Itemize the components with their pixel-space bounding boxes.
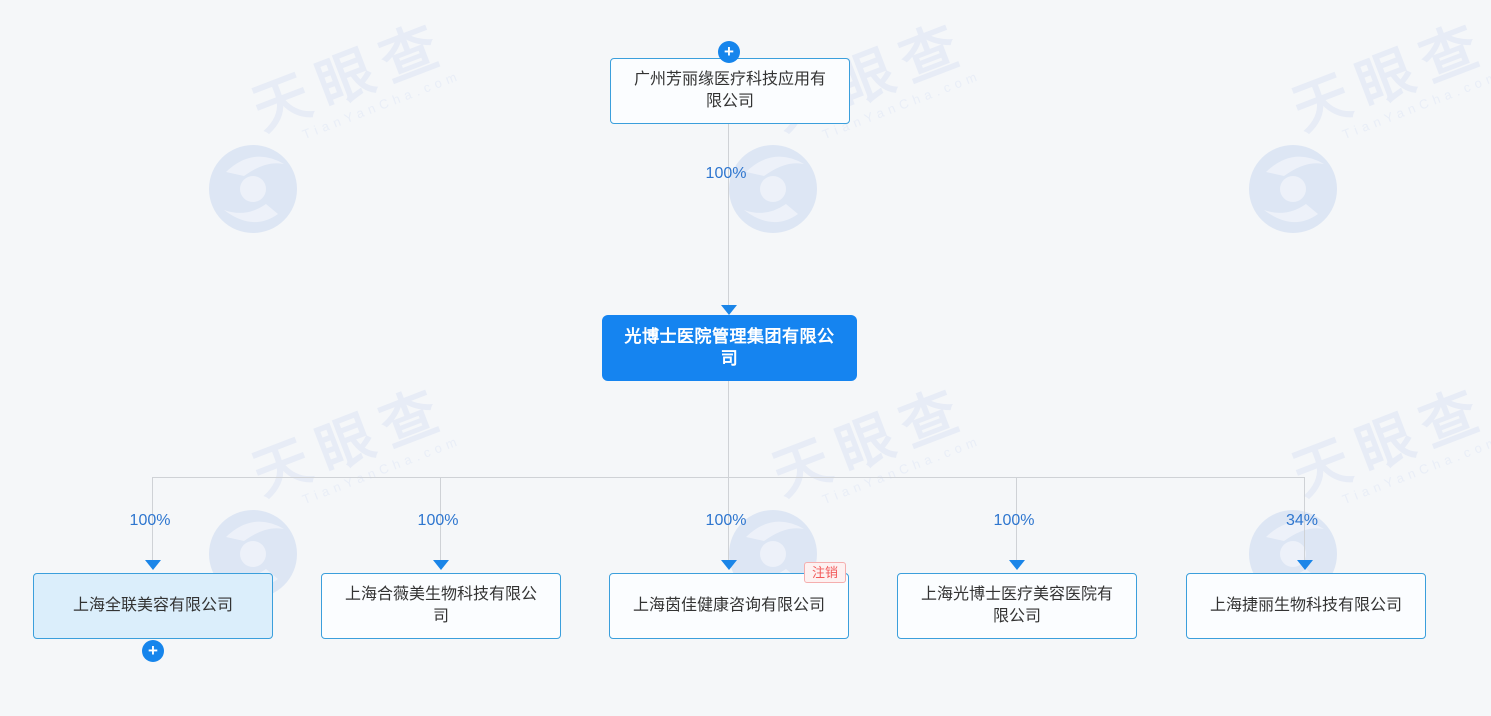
ownership-percent-sub-4: 100% — [993, 512, 1035, 529]
connector-focus-stem — [728, 381, 729, 477]
ownership-percent-sub-2: 100% — [417, 512, 459, 529]
plus-icon: + — [724, 42, 734, 61]
ownership-percent-sub-5: 34% — [1285, 512, 1319, 529]
connector-drop-3 — [728, 477, 729, 561]
arrow-down-icon — [1009, 560, 1025, 570]
company-name: 上海全联美容有限公司 — [72, 597, 233, 614]
tianyancha-watermark: 天眼查 TianYanCha.com — [728, 10, 1058, 257]
company-name: 广州芳丽缘医疗科技应用有限公司 — [633, 71, 826, 110]
company-name: 上海光博士医疗美容医院有限公司 — [920, 586, 1113, 625]
ownership-percent-root: 100% — [705, 165, 747, 182]
node-subsidiary-3[interactable]: 上海茵佳健康咨询有限公司 — [609, 573, 849, 639]
connector-drop-4 — [1016, 477, 1017, 561]
expand-root-button[interactable]: + — [718, 41, 740, 63]
status-badge-cancelled: 注销 — [804, 562, 847, 583]
node-subsidiary-4[interactable]: 上海光博士医疗美容医院有限公司 — [897, 573, 1137, 639]
company-name: 光博士医院管理集团有限公司 — [624, 327, 835, 368]
company-name: 上海捷丽生物科技有限公司 — [1209, 597, 1402, 614]
company-name: 上海合薇美生物科技有限公司 — [344, 586, 537, 625]
connector-horizontal-bus — [153, 477, 1305, 478]
ownership-percent-sub-1: 100% — [129, 512, 171, 529]
tianyancha-logo-icon — [729, 145, 817, 233]
company-name: 上海茵佳健康咨询有限公司 — [632, 597, 825, 614]
connector-root-to-focus — [728, 124, 729, 306]
expand-subsidiary-1-button[interactable]: + — [142, 640, 164, 662]
node-root-company[interactable]: 广州芳丽缘医疗科技应用有限公司 — [610, 58, 850, 124]
tianyancha-watermark: 天眼查 TianYanCha.com — [1248, 10, 1491, 257]
tianyancha-watermark: 天眼查 TianYanCha.com — [208, 10, 538, 257]
arrow-down-icon — [433, 560, 449, 570]
node-subsidiary-5[interactable]: 上海捷丽生物科技有限公司 — [1186, 573, 1426, 639]
connector-drop-2 — [440, 477, 441, 561]
connector-drop-5 — [1304, 477, 1305, 561]
arrow-down-icon — [721, 305, 737, 315]
arrow-down-icon — [145, 560, 161, 570]
tianyancha-logo-icon — [209, 145, 297, 233]
node-subsidiary-1[interactable]: 上海全联美容有限公司 — [33, 573, 273, 639]
plus-icon: + — [148, 641, 158, 660]
node-subsidiary-2[interactable]: 上海合薇美生物科技有限公司 — [321, 573, 561, 639]
arrow-down-icon — [721, 560, 737, 570]
ownership-percent-sub-3: 100% — [705, 512, 747, 529]
connector-drop-1 — [152, 477, 153, 561]
arrow-down-icon — [1297, 560, 1313, 570]
tianyancha-logo-icon — [1249, 145, 1337, 233]
node-focus-company[interactable]: 光博士医院管理集团有限公司 — [602, 315, 857, 381]
